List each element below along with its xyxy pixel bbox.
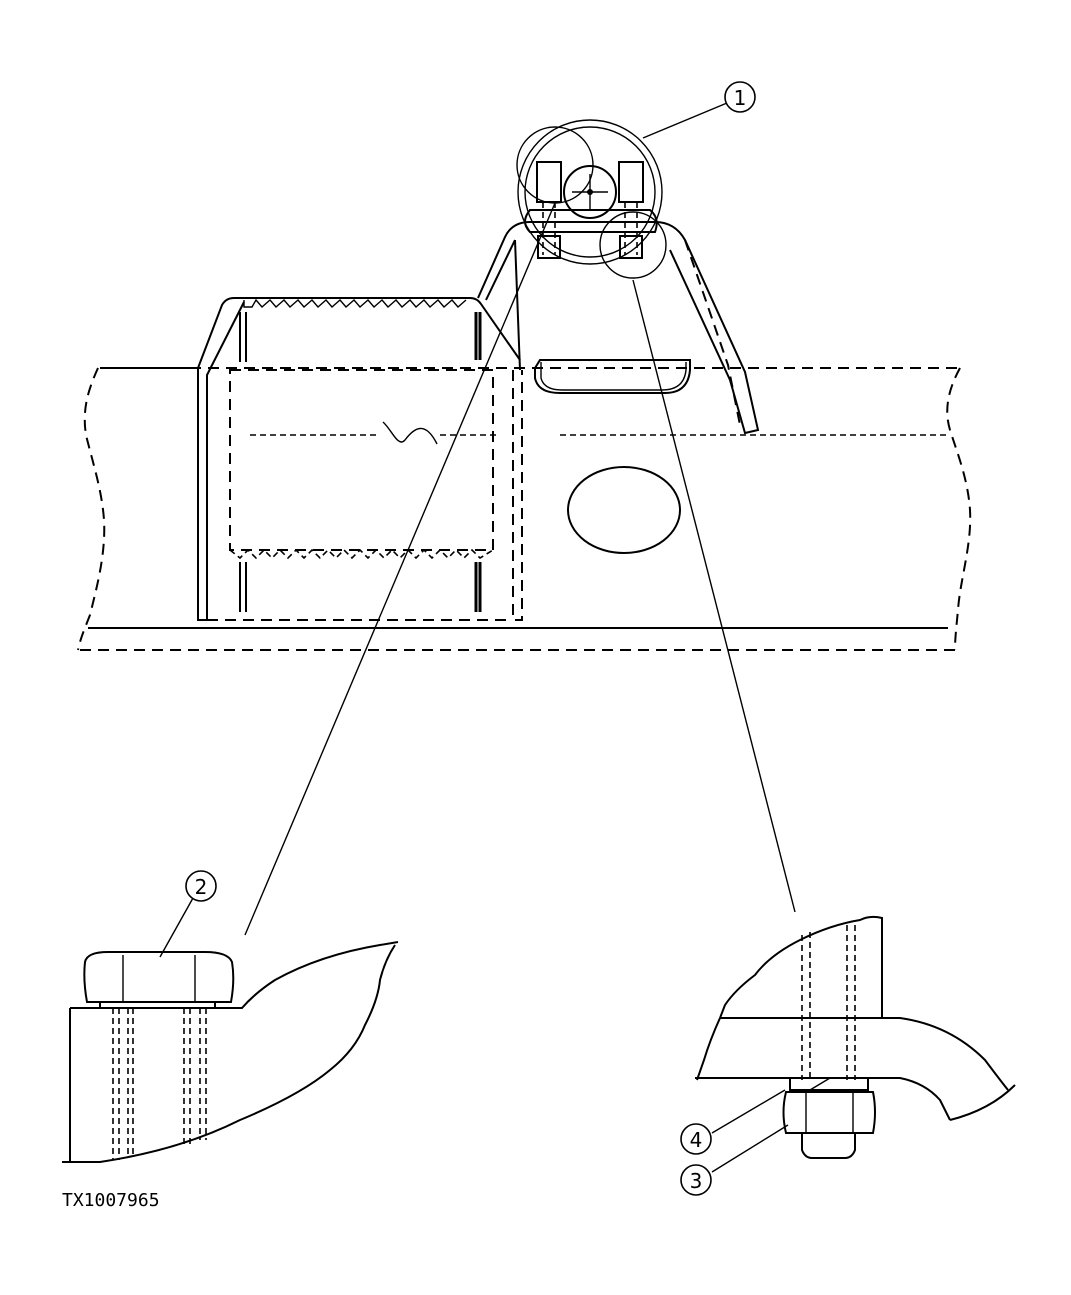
detail-view-bolt-head	[62, 941, 399, 1163]
frame-slot	[534, 359, 691, 394]
leader-lines	[159, 102, 796, 1173]
callout-2-label: 2	[195, 875, 208, 899]
callout-3-label: 3	[690, 1169, 703, 1193]
callout-3: 3	[680, 1164, 712, 1196]
frame-oval-hole	[567, 466, 681, 554]
support-arm	[477, 221, 760, 435]
callout-2: 2	[185, 870, 217, 902]
callout-1: 1	[724, 81, 756, 113]
mounting-bracket	[197, 297, 523, 621]
callout-4-label: 4	[690, 1128, 703, 1152]
frame-rail	[77, 367, 972, 651]
callout-1-label: 1	[734, 86, 747, 110]
main-assembly-view	[77, 119, 972, 651]
detail-view-nut	[695, 915, 1016, 1159]
figure-id: TX1007965	[62, 1190, 160, 1211]
callout-4: 4	[680, 1123, 712, 1155]
clamp-assembly	[516, 119, 667, 279]
